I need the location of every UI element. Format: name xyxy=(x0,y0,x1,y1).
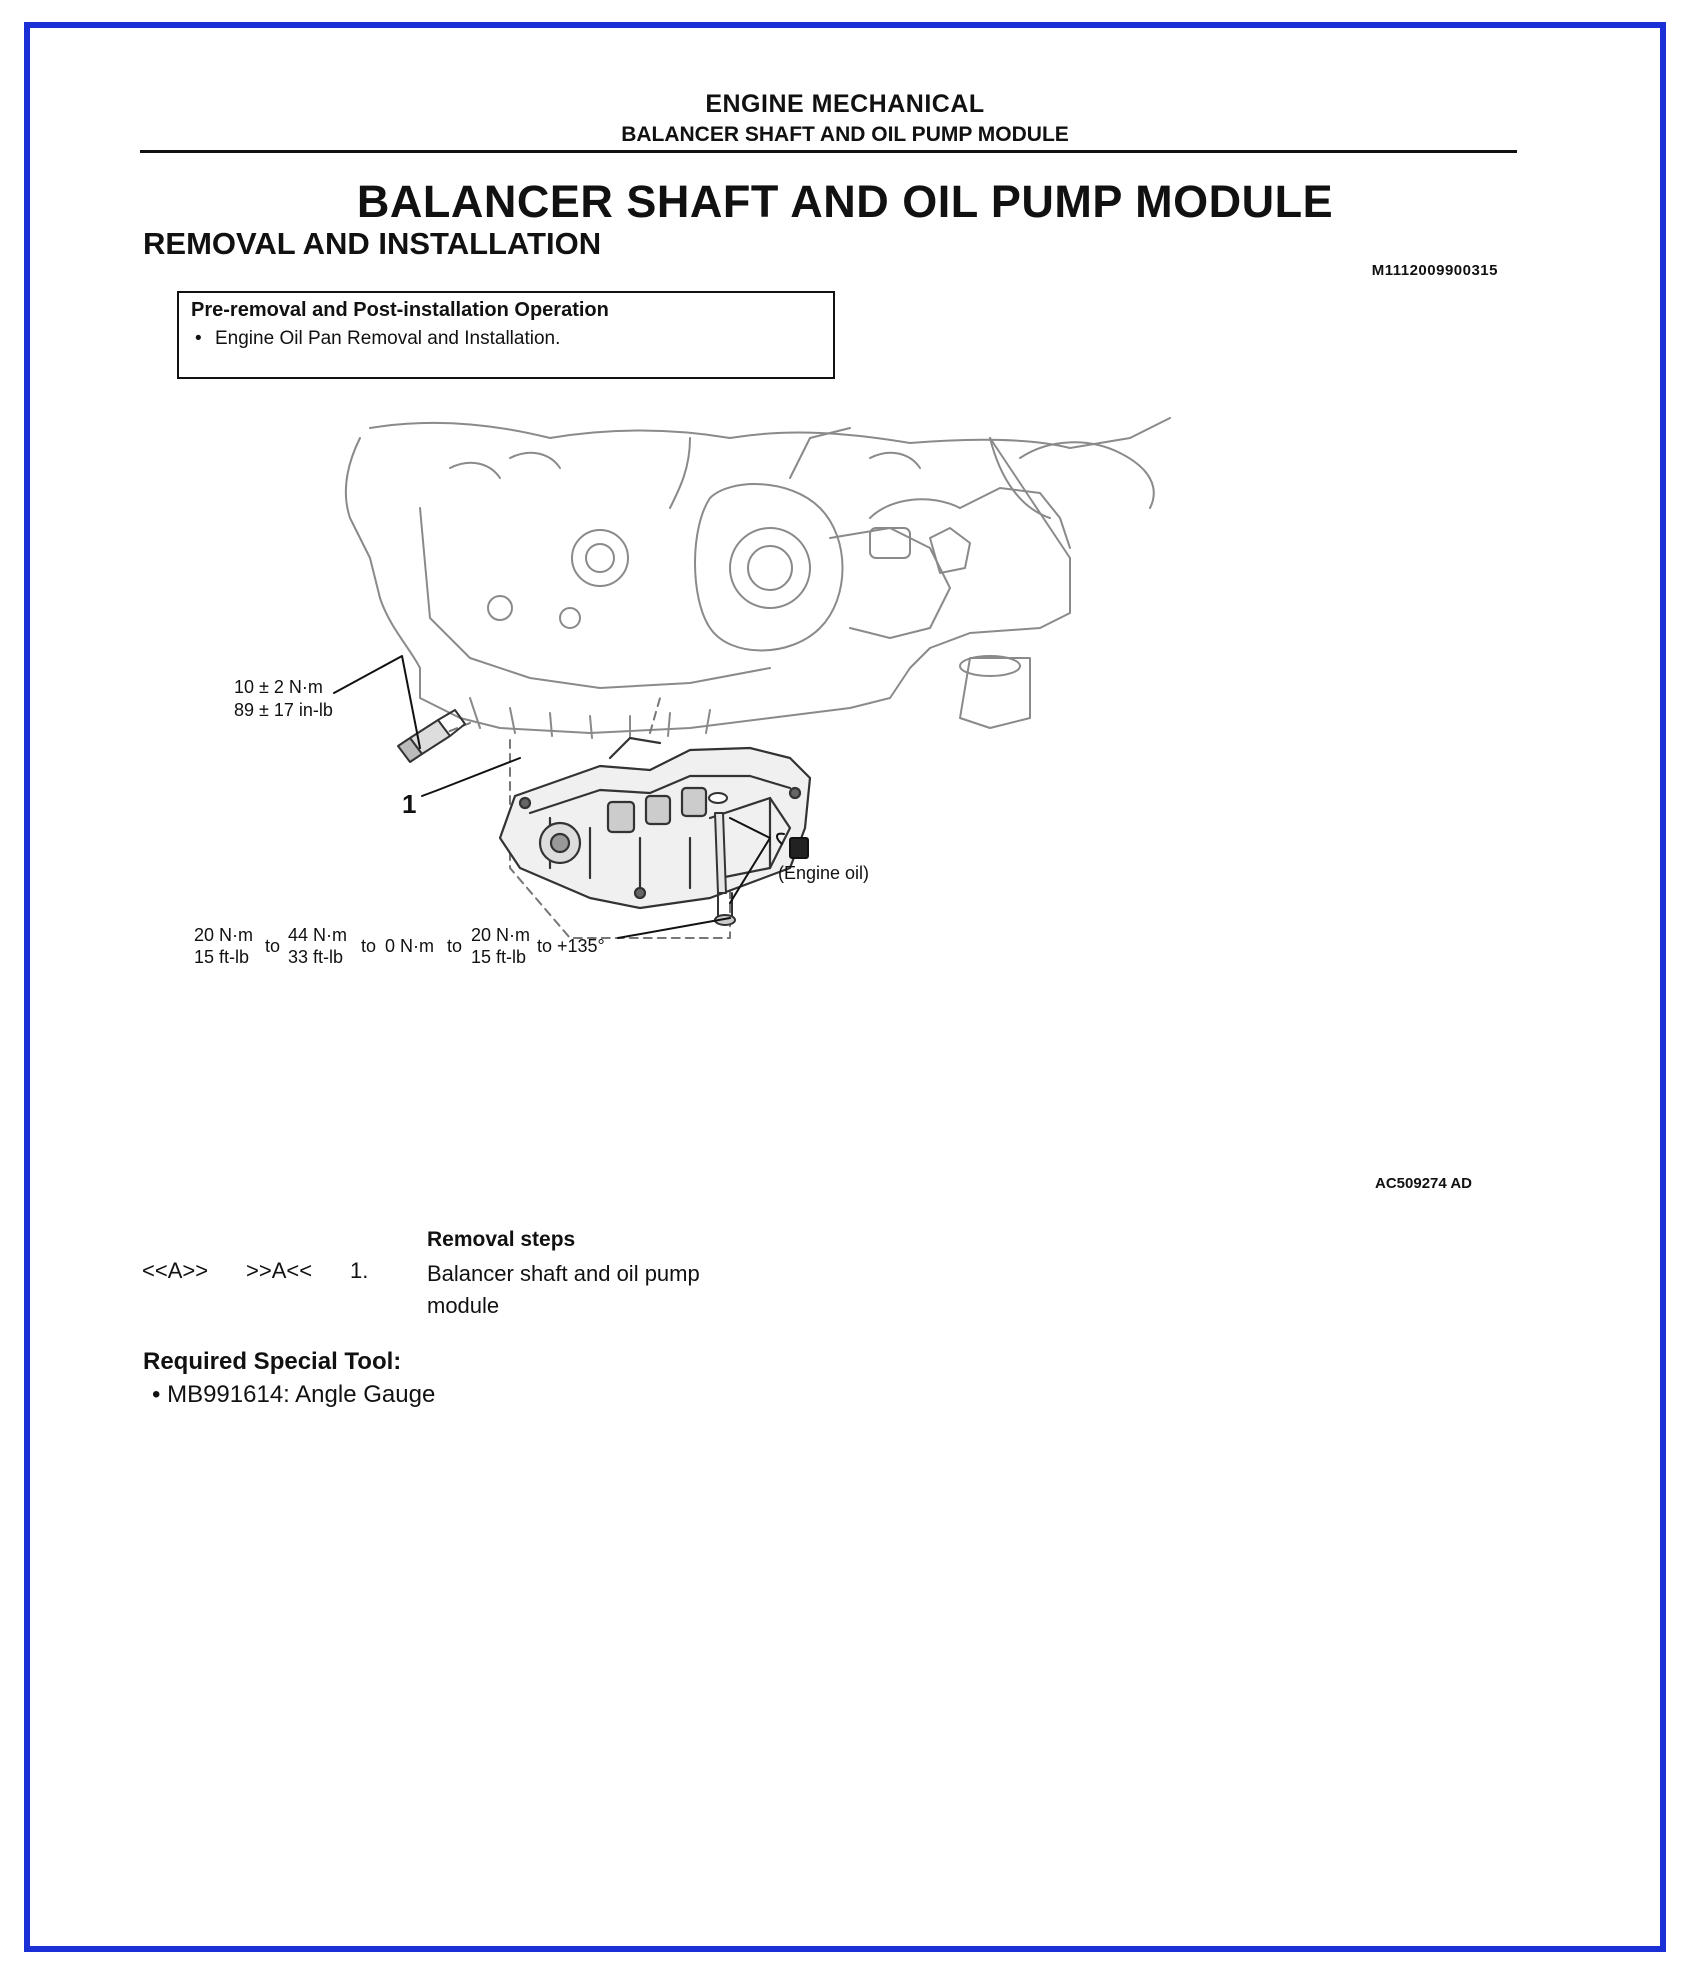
torque-upper-inlb: 89 ± 17 in-lb xyxy=(234,700,333,720)
seq-1-nm: 20 N·m xyxy=(194,925,254,945)
tool-item: • MB991614: Angle Gauge xyxy=(152,1381,435,1409)
step-description: Balancer shaft and oil pump module xyxy=(427,1261,700,1318)
engine-illustration: 10 ± 2 N·m 89 ± 17 in-lb 1 (Engine oil) … xyxy=(170,398,1490,1178)
seq-to-1: to xyxy=(265,936,281,956)
section-title: REMOVAL AND INSTALLATION xyxy=(143,226,602,261)
page-frame: ENGINE MECHANICAL BALANCER SHAFT AND OIL… xyxy=(24,22,1666,1952)
pre-operation-text: Engine Oil Pan Removal and Installation. xyxy=(215,328,561,349)
pre-operation-box: Pre-removal and Post-installation Operat… xyxy=(177,291,835,379)
seq-2-nm: 44 N·m xyxy=(288,925,348,945)
install-ref: >>A<< xyxy=(246,1258,313,1283)
document-id: M1112009900315 xyxy=(1371,262,1498,279)
balancer-module xyxy=(498,736,812,910)
seq-3: 0 N·m xyxy=(385,936,434,956)
header-section: ENGINE MECHANICAL xyxy=(705,90,985,118)
engine-oil-label: (Engine oil) xyxy=(778,863,870,883)
page-title: BALANCER SHAFT AND OIL PUMP MODULE xyxy=(356,176,1334,227)
seq-2-ftlb: 33 ft-lb xyxy=(288,947,344,967)
seq-5: to +135° xyxy=(537,936,605,956)
part-number-1: 1 xyxy=(402,789,417,819)
header-rule xyxy=(140,150,1517,153)
seq-1-ftlb: 15 ft-lb xyxy=(194,947,250,967)
seq-4-nm: 20 N·m xyxy=(471,925,531,945)
tool-text: MB991614: Angle Gauge xyxy=(167,1381,436,1408)
bolt-upper xyxy=(397,709,466,763)
bullet: • xyxy=(152,1381,161,1408)
torque-upper-nm: 10 ± 2 N·m xyxy=(234,677,323,697)
steps-heading: Removal steps xyxy=(427,1228,576,1251)
leader-torque-sequence xyxy=(617,917,731,939)
engine-drawing xyxy=(333,417,1171,939)
seq-to-3: to xyxy=(447,936,463,956)
seq-4-ftlb: 15 ft-lb xyxy=(471,947,527,967)
tools-heading: Required Special Tool: xyxy=(143,1348,402,1375)
leader-part-1 xyxy=(421,757,521,797)
engine-block xyxy=(344,417,1171,739)
oil-can-icon xyxy=(776,832,809,859)
pre-operation-item: • Engine Oil Pan Removal and Installation… xyxy=(191,328,821,350)
step-number: 1. xyxy=(350,1258,369,1283)
leader-torque-upper xyxy=(333,655,421,749)
figure-id: AC509274 AD xyxy=(1375,1175,1472,1192)
pre-operation-title: Pre-removal and Post-installation Operat… xyxy=(191,299,609,321)
leader-engine-oil xyxy=(729,817,771,904)
seq-to-2: to xyxy=(361,936,377,956)
header-subsection: BALANCER SHAFT AND OIL PUMP MODULE xyxy=(621,123,1069,146)
bullet: • xyxy=(195,328,202,349)
removal-ref: <<A>> xyxy=(142,1258,209,1283)
